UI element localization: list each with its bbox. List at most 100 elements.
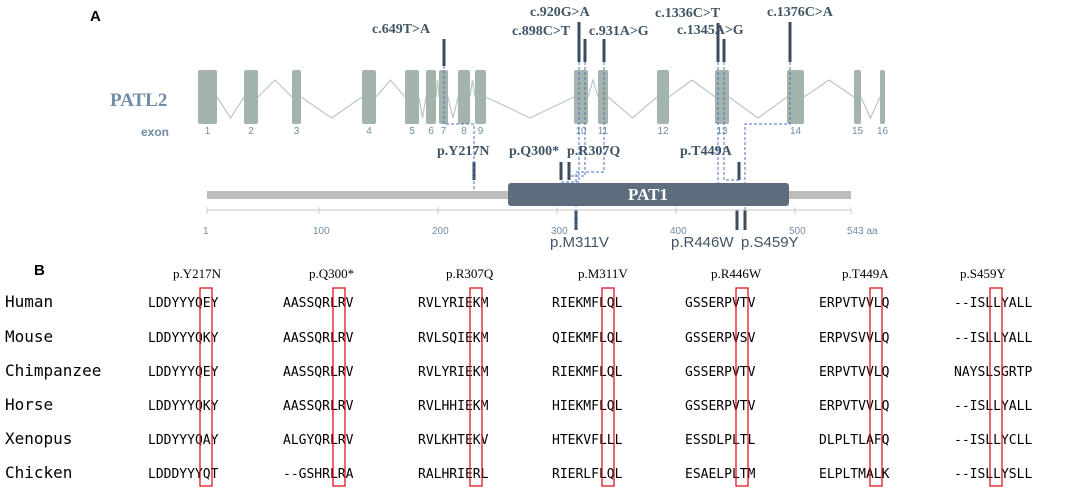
connector-line	[723, 62, 739, 181]
species-name: Mouse	[5, 327, 53, 346]
sequence-segment: GSSERPVTV	[685, 399, 756, 414]
sequence-segment: ERPVSVVLQ	[819, 331, 890, 346]
highlight-box	[989, 287, 1003, 487]
sequence-segment: RVLYRIEKM	[418, 365, 489, 380]
sequence-segment: --ISLLYCLL	[954, 433, 1032, 448]
exon-box	[292, 70, 301, 124]
sequence-segment: AASSQRLRV	[283, 296, 354, 311]
conserved-residue-highlights	[199, 287, 1003, 487]
sequence-segment: ESSDLPLTL	[685, 433, 756, 448]
exon-label-13: 13	[716, 126, 728, 137]
protein-length-label: 543 aa	[847, 226, 878, 237]
alignment-header: p.Q300*	[309, 266, 354, 281]
highlight-box	[469, 287, 483, 487]
panel-label-a: A	[90, 8, 101, 25]
exon-box	[598, 70, 608, 124]
intron-line	[803, 79, 855, 98]
protein-variant-label: p.S459Y	[741, 234, 799, 251]
exon-labels: 1 2 3 4 5 6 7 8 9 10 11 12 13 14 15 16	[205, 126, 889, 137]
sequence-segment: LDDYYYQKY	[148, 331, 219, 346]
sequence-segment: RIEKMFLQL	[552, 365, 623, 380]
highlight-box	[869, 287, 883, 487]
exon-label-10: 10	[575, 126, 587, 137]
alignment-header: p.Y217N	[173, 266, 222, 281]
sequence-segment: RVLHHIEKM	[418, 399, 489, 414]
sequence-segment: ESAELPLTM	[685, 467, 756, 482]
cdna-variant-label: c.898C>T	[512, 24, 571, 39]
sequence-segment: HTEKVFLLL	[552, 433, 623, 448]
sequence-segment: --ISLLYALL	[954, 296, 1032, 311]
sequence-segment: ELPLTMALK	[819, 467, 890, 482]
connector-line	[569, 62, 586, 177]
exon-label-11: 11	[598, 126, 609, 137]
cdna-variant-label: c.931A>G	[589, 24, 649, 39]
exon-label-1: 1	[205, 126, 211, 137]
connector-line	[443, 66, 475, 190]
exon-label-5: 5	[409, 126, 415, 137]
sequence-segment: NAYSLSGRTP	[954, 365, 1032, 380]
variant-markers	[442, 22, 792, 230]
sequence-segment: RALHRIERL	[418, 467, 489, 482]
intron-line	[375, 79, 406, 98]
axis-tick-label: 200	[432, 226, 449, 237]
alignment-header: p.R307Q	[446, 266, 494, 281]
protein-variant-label: p.M311V	[550, 234, 609, 251]
sequence-segment: ERPVTVVLQ	[819, 365, 890, 380]
axis-tick-label: 500	[789, 226, 806, 237]
panel-label-b: B	[34, 262, 45, 279]
sequence-segment: LDDYYYQEY	[148, 365, 219, 380]
alignment-row-chimpanzee: Chimpanzee LDDYYYQEY AASSQRLRV RVLYRIEKM…	[5, 361, 1032, 380]
exon-label-14: 14	[790, 126, 802, 137]
sequence-segment: RVLSQIEKM	[418, 331, 489, 346]
exon-box	[787, 70, 804, 124]
exon-box	[362, 70, 376, 124]
alignment-header: p.T449A	[842, 266, 889, 281]
exon-box	[574, 70, 588, 124]
protein-variant-label: p.R307Q	[567, 144, 620, 159]
intron-line	[418, 96, 427, 119]
sequence-segment: GSSERPVTV	[685, 296, 756, 311]
exon-box	[475, 70, 486, 124]
sequence-alignment: p.Y217N p.Q300* p.R307Q p.M311V p.R446W …	[5, 266, 1032, 487]
intron-line	[607, 96, 658, 119]
intron-line	[728, 96, 788, 119]
exon-box	[657, 70, 669, 124]
sequence-segment: LDDYYYQKY	[148, 399, 219, 414]
highlight-box	[199, 287, 213, 487]
exon-box	[244, 70, 258, 124]
exon-label-9: 9	[478, 126, 484, 137]
axis-tick-label: 1	[203, 226, 209, 237]
exon-box	[715, 70, 729, 124]
sequence-segment: DLPLTLAFQ	[819, 433, 890, 448]
sequence-segment: HIEKMFLQL	[552, 399, 623, 414]
alignment-row-chicken: Chicken LDDDYYYQT --GSHRLRA RALHRIERL RI…	[5, 463, 1032, 482]
cdna-variant-label: c.649T>A	[372, 22, 431, 37]
sequence-segment: AASSQRLRV	[283, 331, 354, 346]
species-name: Human	[5, 292, 53, 311]
exon-label-4: 4	[366, 126, 372, 137]
species-name: Xenopus	[5, 429, 72, 448]
alignment-header: p.M311V	[578, 266, 628, 281]
sequence-segment: --ISLLYALL	[954, 331, 1032, 346]
alignment-headers: p.Y217N p.Q300* p.R307Q p.M311V p.R446W …	[173, 266, 1006, 281]
highlight-box	[735, 287, 749, 487]
axis-ticks	[206, 207, 852, 214]
axis-tick-label: 100	[313, 226, 330, 237]
sequence-segment: --ISLLYSLL	[954, 467, 1032, 482]
protein-diagram: PAT1 1 100 200 300 400 500 543 aa	[203, 183, 878, 237]
intron-line	[469, 79, 476, 98]
exon-box	[405, 70, 419, 124]
cdna-variant-label: c.920G>A	[530, 5, 591, 20]
species-name: Chicken	[5, 463, 72, 482]
cdna-variant-label: c.1376C>A	[767, 5, 834, 20]
sequence-segment: --GSHRLRA	[283, 467, 354, 482]
intron-line	[300, 96, 363, 119]
alignment-row-mouse: Mouse LDDYYYQKY AASSQRLRV RVLSQIEKM QIEK…	[5, 327, 1032, 346]
intron-line	[860, 96, 881, 120]
exon-box	[880, 70, 885, 124]
sequence-segment: ALGYQRLRV	[283, 433, 354, 448]
protein-variant-label: p.T449A	[680, 144, 733, 159]
protein-variant-labels: p.Y217N p.Q300* p.R307Q p.T449A p.M311V …	[437, 144, 799, 251]
sequence-segment: GSSERPVTV	[685, 365, 756, 380]
highlight-box	[332, 287, 346, 487]
